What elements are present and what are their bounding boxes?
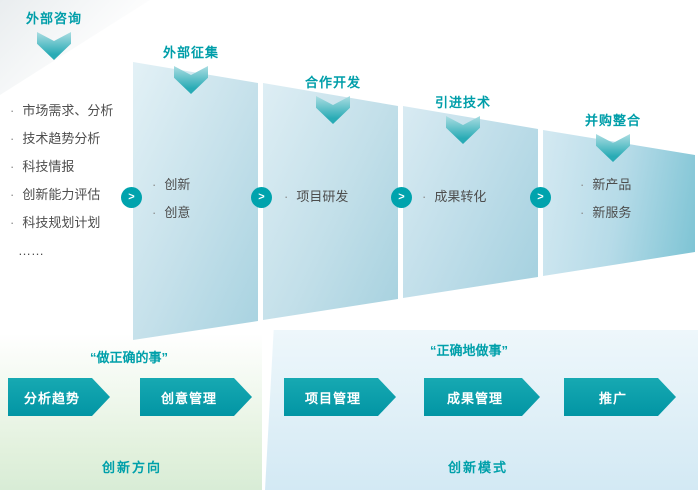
step-idea-management: 创意管理 bbox=[140, 378, 252, 416]
list-item: · 项目研发 bbox=[284, 188, 348, 206]
bullet-icon: · bbox=[10, 103, 15, 118]
step-promotion: 推广 bbox=[564, 378, 676, 416]
list-item-label: 市场需求、分析 bbox=[22, 103, 114, 118]
bullet-icon: · bbox=[10, 159, 15, 174]
caption-innovation-mode: 创新模式 bbox=[448, 460, 509, 475]
chevron-node-icon: > bbox=[530, 187, 551, 208]
list-item: …… bbox=[10, 242, 113, 260]
list-item-label: 创新能力评估 bbox=[22, 187, 101, 202]
stage-list-transformation: · 成果转化 bbox=[422, 188, 486, 206]
source-technology-introduction: 引进技术 bbox=[435, 92, 491, 144]
funnel-segment-3 bbox=[403, 106, 538, 298]
bullet-icon: · bbox=[152, 205, 157, 220]
down-arrow-icon bbox=[596, 134, 630, 162]
bullet-icon: · bbox=[10, 215, 15, 230]
stage-list-rnd: · 项目研发 bbox=[284, 188, 348, 206]
list-item: · 新产品 bbox=[580, 176, 631, 194]
list-item: · 创新能力评估 bbox=[10, 186, 113, 204]
list-item: · 科技规划计划 bbox=[10, 214, 113, 232]
bullet-icon: · bbox=[580, 177, 585, 192]
list-item: · 成果转化 bbox=[422, 188, 486, 206]
chevron-node-icon: > bbox=[121, 187, 142, 208]
chevron-node-icon: > bbox=[391, 187, 412, 208]
quote-do-right-things: “做正确的事” bbox=[90, 350, 169, 365]
list-item: · 创新 bbox=[152, 176, 190, 194]
source-cooperative-development: 合作开发 bbox=[305, 72, 361, 124]
list-item: · 技术趋势分析 bbox=[10, 130, 113, 148]
step-project-management: 项目管理 bbox=[284, 378, 396, 416]
source-label: 外部征集 bbox=[163, 45, 220, 60]
list-item-label: 技术趋势分析 bbox=[22, 131, 101, 146]
source-external-consulting: 外部咨询 bbox=[26, 8, 82, 60]
stage-list-outputs: · 新产品 · 新服务 bbox=[580, 176, 631, 222]
input-bullet-list: · 市场需求、分析 · 技术趋势分析 · 科技情报 · 创新能力评估 · 科技规划计划 …… bbox=[10, 102, 113, 260]
bullet-icon: · bbox=[152, 177, 157, 192]
caption-innovation-direction: 创新方向 bbox=[102, 460, 163, 475]
down-arrow-icon bbox=[316, 96, 350, 124]
list-item-label: 科技情报 bbox=[22, 159, 75, 174]
chevron-node-icon: > bbox=[251, 187, 272, 208]
list-item-label: …… bbox=[18, 243, 44, 258]
step-analyze-trends: 分析趋势 bbox=[8, 378, 110, 416]
list-item: · 科技情报 bbox=[10, 158, 113, 176]
quote-do-things-right: “正确地做事” bbox=[430, 343, 509, 358]
list-item-label: 新服务 bbox=[592, 205, 632, 220]
source-label: 外部咨询 bbox=[26, 11, 83, 26]
list-item-label: 成果转化 bbox=[434, 189, 487, 204]
source-label: 并购整合 bbox=[585, 113, 642, 128]
list-item-label: 项目研发 bbox=[296, 189, 349, 204]
bullet-icon: · bbox=[580, 205, 585, 220]
source-label: 合作开发 bbox=[305, 75, 362, 90]
list-item: · 市场需求、分析 bbox=[10, 102, 113, 120]
funnel-segment-2 bbox=[263, 83, 398, 320]
source-external-collection: 外部征集 bbox=[163, 42, 219, 94]
bullet-icon: · bbox=[284, 189, 289, 204]
funnel-segment-1 bbox=[133, 62, 258, 340]
bullet-icon: · bbox=[422, 189, 427, 204]
list-item: · 创意 bbox=[152, 204, 190, 222]
step-achievement-management: 成果管理 bbox=[424, 378, 540, 416]
list-item-label: 创意 bbox=[164, 205, 191, 220]
bullet-icon: · bbox=[10, 187, 15, 202]
stage-list-ideas: · 创新 · 创意 bbox=[152, 176, 190, 222]
source-merger-integration: 并购整合 bbox=[585, 110, 641, 162]
down-arrow-icon bbox=[446, 116, 480, 144]
list-item: · 新服务 bbox=[580, 204, 631, 222]
bullet-icon: · bbox=[10, 131, 15, 146]
list-item-label: 新产品 bbox=[592, 177, 632, 192]
down-arrow-icon bbox=[174, 66, 208, 94]
down-arrow-icon bbox=[37, 32, 71, 60]
list-item-label: 创新 bbox=[164, 177, 191, 192]
source-label: 引进技术 bbox=[435, 95, 492, 110]
list-item-label: 科技规划计划 bbox=[22, 215, 101, 230]
